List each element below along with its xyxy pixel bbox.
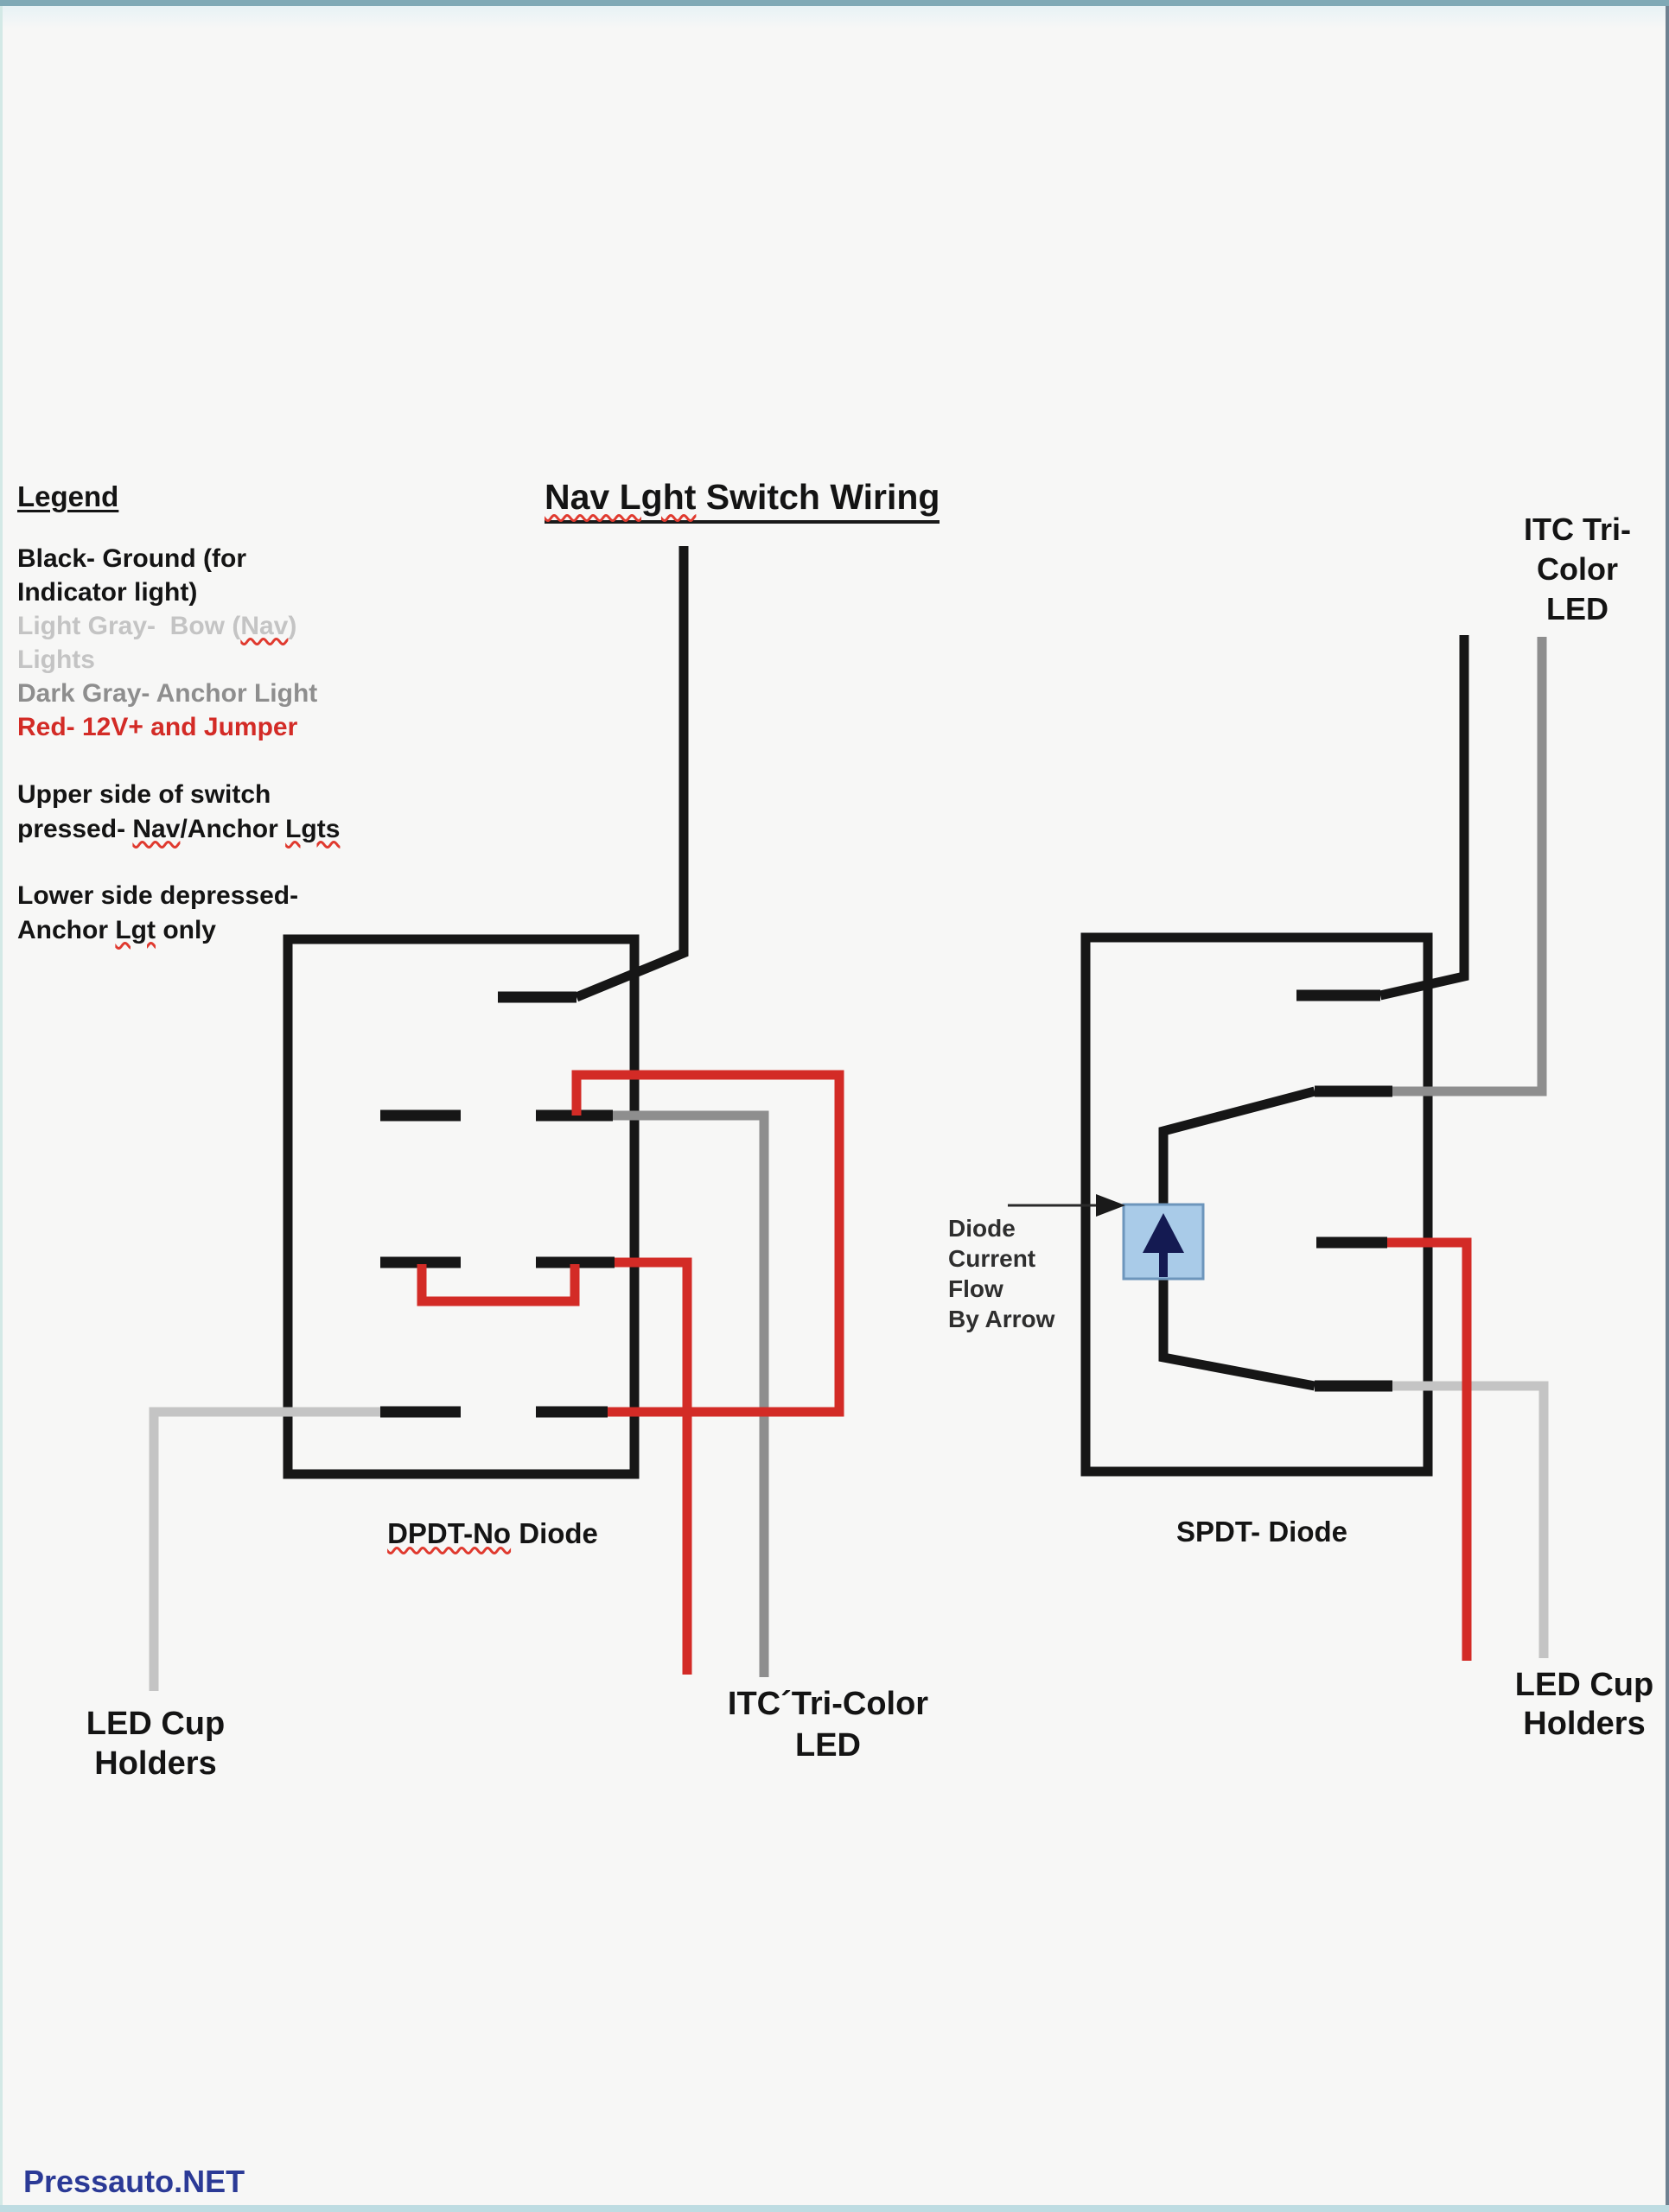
legend-darkgray-line: Dark Gray- Anchor Light xyxy=(17,679,318,708)
dpdt-red-u-jumper-wire xyxy=(417,1264,580,1306)
dpdt-red-loop-jumper-wire xyxy=(571,1070,844,1417)
upper-note-line1: Upper side of switch xyxy=(17,780,271,809)
itc-top-label-line3: LED xyxy=(1546,591,1608,626)
itc-top-label-line1: ITC Tri- xyxy=(1524,512,1631,547)
lower-note-pre: Anchor xyxy=(17,916,116,944)
cup-left-label-line1: LED Cup xyxy=(86,1706,226,1742)
legend-lightgray-line1: Light Gray- Bow (Nav) xyxy=(17,612,296,641)
itc-bottom-label-line1: ITC´Tri-Color xyxy=(727,1686,929,1722)
spdt-ground-feed-wire xyxy=(1379,635,1469,1001)
dpdt-switch-caption: DPDT-No Diode xyxy=(372,1517,614,1550)
upper-note-word2: Lgts xyxy=(285,815,341,843)
led-cup-holders-right-label: LED Cup Holders xyxy=(1476,1666,1669,1744)
bottom-border-bar xyxy=(0,2205,1669,2212)
diode-pointer-arrowhead-icon xyxy=(1096,1194,1125,1217)
upper-note-line2: pressed- Nav/Anchor Lgts xyxy=(17,815,340,844)
cup-left-label-line2: Holders xyxy=(94,1745,217,1782)
dpdt-anchor-gray-wire-to-itc-led xyxy=(613,1110,769,1677)
page-title-rest: Switch Wiring xyxy=(696,477,940,517)
cup-right-label-line2: Holders xyxy=(1523,1706,1646,1742)
upper-note-pre: pressed- xyxy=(17,815,133,843)
diode-note-line4: By Arrow xyxy=(948,1306,1055,1332)
legend-lightgray-line2: Lights xyxy=(17,645,95,674)
upper-note-word1: Nav xyxy=(132,815,181,843)
diode-arrow-icon xyxy=(1143,1213,1184,1253)
cup-right-label-line1: LED Cup xyxy=(1514,1667,1654,1703)
lower-note-line1: Lower side depressed- xyxy=(17,881,299,910)
lower-note-word: Lgt xyxy=(115,916,156,944)
lower-note-post: only xyxy=(155,916,216,944)
spdt-gray-wire-to-cup-holders xyxy=(1392,1381,1549,1658)
itc-tricolor-led-top-label: ITC Tri- Color LED xyxy=(1469,510,1669,629)
legend-lightgray-pre: Light Gray- Bow ( xyxy=(17,612,241,640)
dpdt-switch-outline xyxy=(283,934,640,1479)
spdt-switch-caption: SPDT- Diode xyxy=(1175,1516,1348,1548)
page-title: Nav Lght Switch Wiring xyxy=(545,477,940,524)
diode-current-flow-note: Diode Current Flow By Arrow xyxy=(948,1213,1054,1334)
dpdt-bow-gray-wire-to-cup-holders xyxy=(149,1407,380,1691)
legend-lightgray-word: Nav xyxy=(240,612,289,640)
dpdt-caption-misspelled: DPDT-No xyxy=(387,1517,512,1549)
diode-note-line2: Current xyxy=(948,1245,1036,1272)
dpdt-red-12v-wire-to-itc-led xyxy=(615,1257,692,1675)
diode-note-line1: Diode xyxy=(948,1215,1016,1242)
itc-top-label-line2: Color xyxy=(1537,551,1618,587)
dpdt-caption-rest: Diode xyxy=(511,1517,598,1549)
legend-heading: Legend xyxy=(17,480,119,512)
legend-black-line1: Black- Ground (for xyxy=(17,544,247,573)
legend-lightgray-post: ) xyxy=(288,612,297,640)
led-cup-holders-left-label: LED Cup Holders xyxy=(48,1704,264,1783)
top-border-fade xyxy=(0,6,1669,29)
left-border xyxy=(0,6,3,2205)
legend-black-line2: Indicator light) xyxy=(17,578,198,607)
itc-bottom-label-line2: LED xyxy=(795,1727,861,1764)
top-border-bar xyxy=(0,0,1669,6)
spdt-red-12v-wire-to-cup-holders xyxy=(1387,1237,1472,1661)
upper-note-mid: /Anchor xyxy=(180,815,286,843)
lower-note-line2: Anchor Lgt only xyxy=(17,916,216,945)
legend-red-line: Red- 12V+ and Jumper xyxy=(17,713,298,741)
diode-note-line3: Flow xyxy=(948,1275,1003,1302)
itc-tricolor-led-bottom-label: ITC´Tri-Color LED xyxy=(707,1683,949,1766)
page-title-misspelled: Nav Lght xyxy=(545,477,697,517)
right-border xyxy=(1666,6,1669,2205)
spdt-gray-wire-from-itc-led xyxy=(1392,637,1547,1096)
pressauto-watermark: Pressauto.NET xyxy=(23,2164,245,2199)
dpdt-ground-feed-wire xyxy=(574,546,689,1002)
